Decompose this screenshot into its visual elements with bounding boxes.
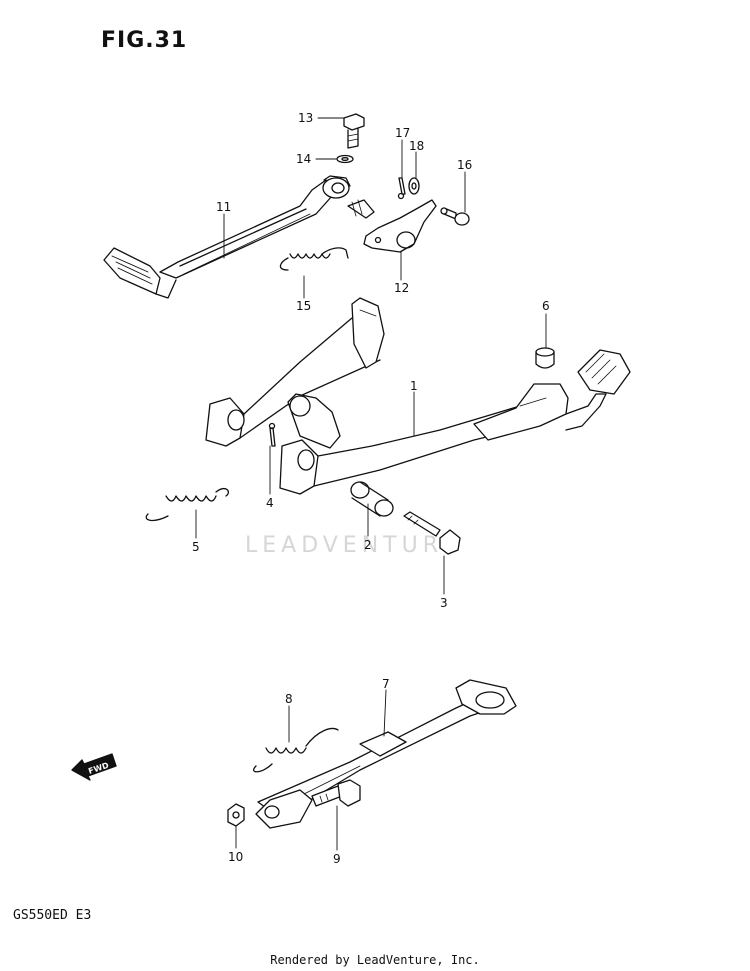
callout-16: 16	[457, 158, 472, 172]
figure-title: FIG.31	[101, 28, 188, 53]
stand-spring-part[interactable]	[145, 488, 230, 522]
stand-bolt-part[interactable]	[403, 511, 461, 555]
washer-18-part[interactable]	[408, 177, 420, 195]
callout-9: 9	[333, 852, 341, 866]
brake-lever-part[interactable]	[347, 199, 437, 253]
stopper-part[interactable]	[535, 347, 555, 369]
callout-1: 1	[410, 379, 418, 393]
forward-arrow-icon: FWD	[71, 753, 117, 781]
callout-10: 10	[228, 850, 243, 864]
callout-3: 3	[440, 596, 448, 610]
callout-2: 2	[364, 538, 372, 552]
leader-lines	[195, 117, 547, 851]
return-spring-15-part[interactable]	[279, 247, 349, 271]
center-stand-part[interactable]	[205, 297, 631, 495]
side-stand-spring-part[interactable]	[253, 727, 339, 773]
callout-15: 15	[296, 299, 311, 313]
callout-5: 5	[192, 540, 200, 554]
pivot-bolt-part[interactable]	[343, 113, 365, 149]
brake-pedal-part[interactable]	[103, 175, 351, 299]
washer-part[interactable]	[336, 154, 354, 164]
watermark: LEADVENTURE	[245, 533, 462, 558]
bushing-part[interactable]	[350, 481, 394, 517]
callout-17: 17	[395, 126, 410, 140]
nut-part[interactable]	[227, 803, 245, 827]
callout-4: 4	[266, 496, 274, 510]
callout-6: 6	[542, 299, 550, 313]
footer-credit: Rendered by LeadVenture, Inc.	[270, 953, 480, 967]
callout-18: 18	[409, 139, 424, 153]
cotter-pin-part[interactable]	[397, 177, 406, 200]
side-stand-part[interactable]	[255, 679, 517, 829]
callout-14: 14	[296, 152, 311, 166]
callout-13: 13	[298, 111, 313, 125]
model-code: GS550ED E3	[13, 908, 92, 923]
callout-11: 11	[216, 200, 231, 214]
callout-12: 12	[394, 281, 409, 295]
side-stand-bolt-part[interactable]	[311, 779, 361, 807]
clevis-pin-part[interactable]	[440, 207, 470, 226]
callout-7: 7	[382, 677, 390, 691]
stand-cotter-pin-part[interactable]	[268, 422, 276, 447]
callout-8: 8	[285, 692, 293, 706]
